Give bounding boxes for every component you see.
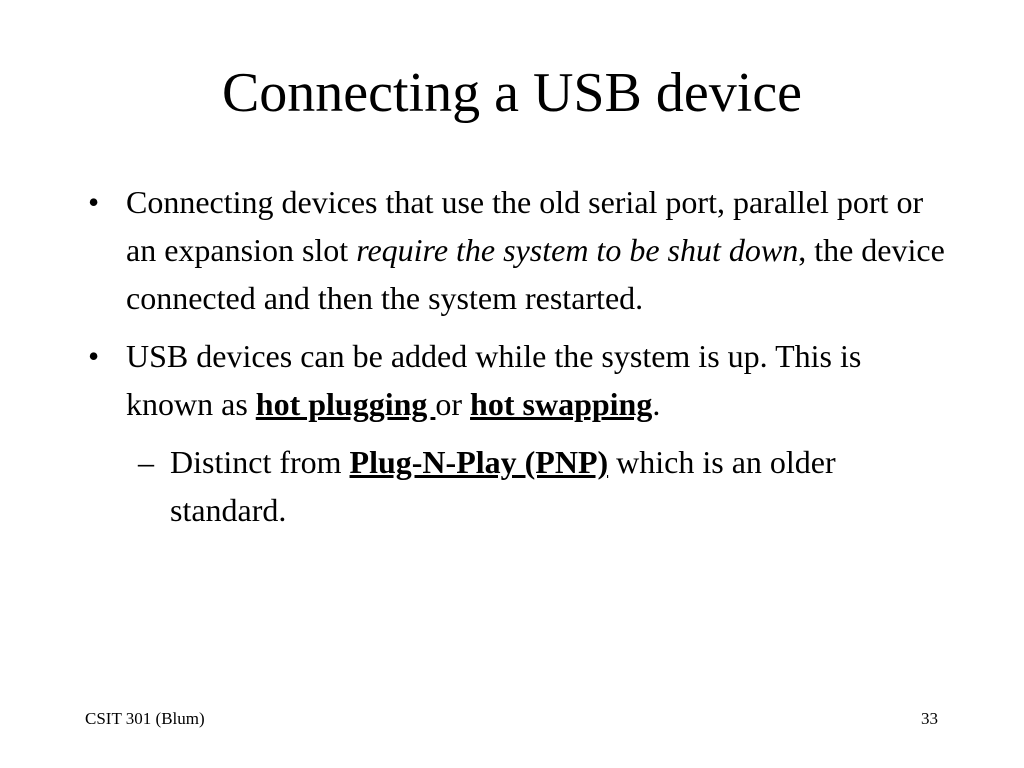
bullet-1-text-end: , the device connected and then the syst… [126, 232, 945, 316]
sub-bullet-text-end: which is an older standard. [170, 444, 836, 528]
sub-bullet-text-start: Distinct from [170, 444, 350, 480]
slide-title: Connecting a USB device [221, 62, 803, 124]
bullet-2-text-start: USB devices can be added while the syste… [126, 338, 862, 422]
term-hot-plugging: hot plugging [255, 386, 436, 422]
bullet-2-text-end: . [652, 386, 661, 422]
dash-icon: – [138, 444, 154, 480]
bullet-dot-icon: • [88, 184, 100, 220]
slide-body: • Connecting devices that use the old se… [88, 178, 948, 534]
bullet-item-1: • Connecting devices that use the old se… [88, 178, 948, 322]
term-plug-n-play: Plug-N-Play (PNP) [349, 444, 609, 480]
bullet-2-or: or [435, 386, 471, 422]
bullet-dot-icon: • [88, 338, 100, 374]
term-hot-swapping: hot swapping [470, 386, 653, 422]
footer-page-number: 33 [921, 709, 938, 728]
bullet-item-2: • USB devices can be added while the sys… [88, 332, 948, 428]
bullet-1-emphasis: require the system to be shut down [356, 232, 799, 268]
footer-course-label: CSIT 301 (Blum) [85, 709, 205, 728]
bullet-1-text-start: Connecting devices that use the old seri… [126, 184, 924, 268]
sub-bullet-item-1: – Distinct from Plug-N-Play (PNP) which … [88, 438, 948, 534]
